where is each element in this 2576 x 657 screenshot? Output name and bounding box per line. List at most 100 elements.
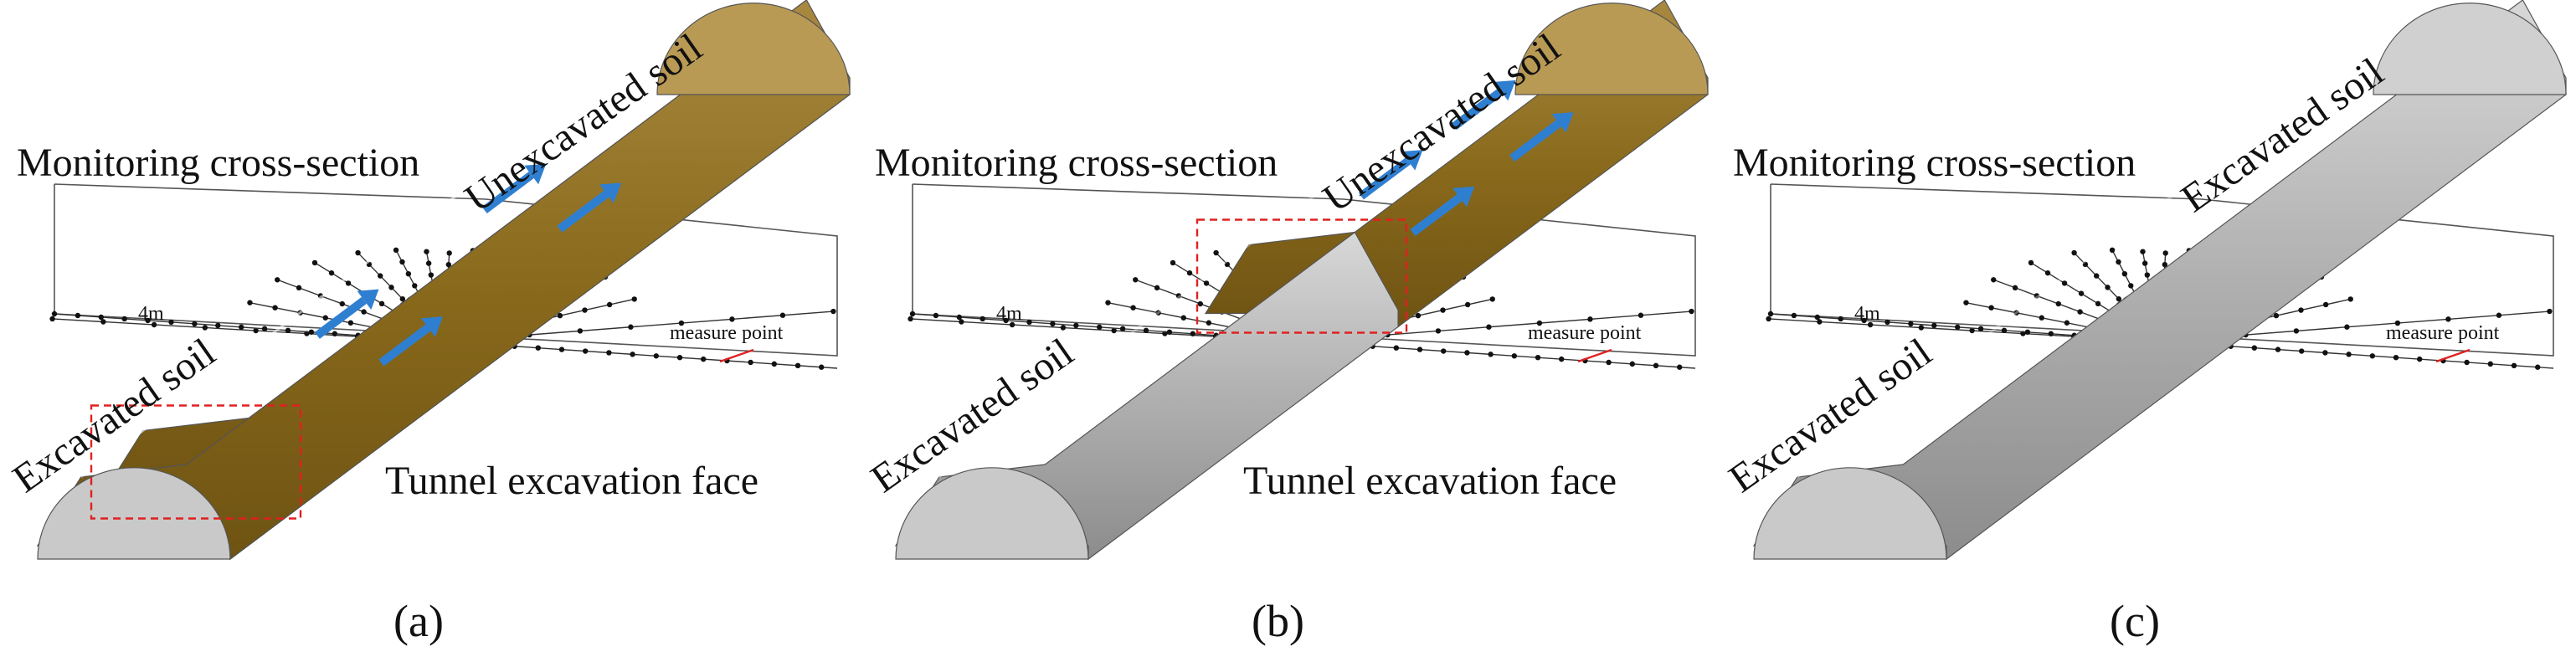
measure-point-dot: [1766, 316, 1771, 322]
measure-point-dot: [2496, 312, 2502, 318]
measure-point-dot: [2077, 309, 2083, 315]
advance-arrowhead: [1453, 186, 1475, 208]
measure-point-dot: [2393, 355, 2399, 361]
measure-point-dot: [1415, 312, 1422, 319]
measure-point-dot: [151, 321, 157, 328]
measure-point-dot: [272, 305, 278, 311]
measure-point-dot: [1435, 328, 1442, 334]
measure-point-dot: [2251, 345, 2257, 351]
excavation-face-label: Tunnel excavation face: [1243, 459, 1617, 503]
measure-point-dot: [425, 260, 432, 266]
measure-point-dot: [1486, 324, 1492, 330]
measure-point-dot: [606, 301, 613, 308]
monitoring-plane-outline: [1770, 183, 2554, 357]
measure-point-dot: [168, 319, 174, 326]
measure-point-dot: [2140, 249, 2146, 254]
advance-arrow: [1358, 157, 1411, 200]
measure-point-dot: [1133, 277, 1139, 283]
measure-point-dot: [428, 272, 434, 278]
measure-point-dot: [729, 316, 735, 322]
advance-arrowhead: [599, 182, 622, 203]
measure-point-dot: [366, 261, 373, 268]
measure-point-dot: [2275, 346, 2281, 352]
measure-point-dot: [908, 316, 913, 322]
measure-point-dot: [582, 307, 588, 313]
measure-point-dot: [378, 300, 385, 307]
measure-point-dot: [676, 355, 683, 361]
measure-point-dot: [275, 277, 280, 283]
measure-point-dot: [2061, 280, 2068, 286]
measure-point-dot: [2116, 295, 2122, 302]
measure-point-dot: [297, 310, 303, 316]
measure-point-dot: [557, 312, 563, 319]
measure-point-dot: [1119, 326, 1126, 332]
measure-point-dot: [1791, 312, 1797, 319]
measure-point-dot: [779, 312, 786, 318]
measure-point-dot: [2121, 270, 2128, 277]
measure-point-dot: [100, 319, 106, 325]
measure-point-dot: [1838, 316, 1843, 322]
unexcavated-tunnel-body-highlight: [141, 11, 702, 432]
measure-point-dot: [1105, 300, 1111, 305]
measure-point-dot: [2535, 364, 2541, 370]
measure-point-dot: [678, 320, 685, 326]
monitoring-plane-outline: [54, 183, 838, 357]
measure-point-dot: [1441, 348, 1447, 354]
measure-point-dot: [577, 328, 584, 334]
measure-point-dot: [1963, 300, 1969, 305]
monitoring-cross-section-label: Monitoring cross-section: [17, 141, 419, 185]
measure-point-dot: [1166, 329, 1173, 335]
measure-point-dot: [328, 269, 335, 276]
near-end-cap: [1753, 467, 1947, 560]
monitoring-cross-section-label: Monitoring cross-section: [875, 141, 1278, 185]
measure-point-dot: [1861, 317, 1867, 324]
measure-point-dot: [215, 322, 221, 329]
measure-point-dot: [361, 309, 367, 315]
measure-point-dot: [347, 320, 354, 326]
measure-point-dot: [1489, 296, 1495, 302]
measure-point-dot: [1653, 362, 1659, 368]
measure-point-dot: [2071, 249, 2077, 256]
measure-point-dot: [412, 283, 418, 289]
near-end-cap: [37, 467, 231, 560]
excavated-tunnel-body-highlight: [1796, 11, 2418, 479]
measure-point-dot: [399, 259, 405, 265]
measure-point-dot: [1197, 300, 1203, 307]
measure-point-dot: [794, 362, 801, 368]
measure-point-dot: [2105, 285, 2111, 290]
measure-point-dot: [748, 359, 753, 366]
measure-point-dot: [2344, 324, 2350, 330]
measure-point-dot: [296, 285, 302, 291]
measure-point-dot: [956, 314, 962, 321]
measure-point-dot: [446, 250, 452, 256]
measure-point-dot: [378, 273, 383, 279]
measure-point-dot: [1393, 345, 1399, 351]
measure-point-dot: [2109, 247, 2116, 254]
measure-point-dot: [405, 270, 412, 277]
measure-point-dot: [1511, 353, 1517, 359]
measure-point-dot: [2128, 283, 2134, 289]
near-end-cap: [895, 467, 1089, 560]
measure-point-dot: [2322, 301, 2329, 308]
measure-point-dot: [583, 348, 589, 354]
measure-point-dot: [558, 346, 565, 352]
measure-point-dot: [75, 312, 81, 319]
measure-point-dot: [1060, 325, 1067, 331]
monitoring-plane-outline: [912, 183, 1696, 357]
measure-point-dot: [332, 331, 337, 336]
advance-arrows: [1358, 80, 1574, 237]
measure-point-dot: [1488, 352, 1494, 357]
measure-point-dot: [322, 315, 328, 321]
measure-point-dot: [1606, 359, 1612, 366]
measure-point-dot: [1814, 314, 1820, 321]
measure-point-dot: [1908, 321, 1914, 327]
measure-point-dot: [192, 321, 198, 327]
measure-point-dot: [247, 300, 253, 305]
measure-point-dot: [1224, 261, 1231, 268]
measure-point-dot: [653, 353, 659, 359]
measure-point-dot: [1988, 305, 1994, 311]
measure-point-dot: [979, 316, 985, 322]
measure-point-dot: [145, 317, 151, 324]
